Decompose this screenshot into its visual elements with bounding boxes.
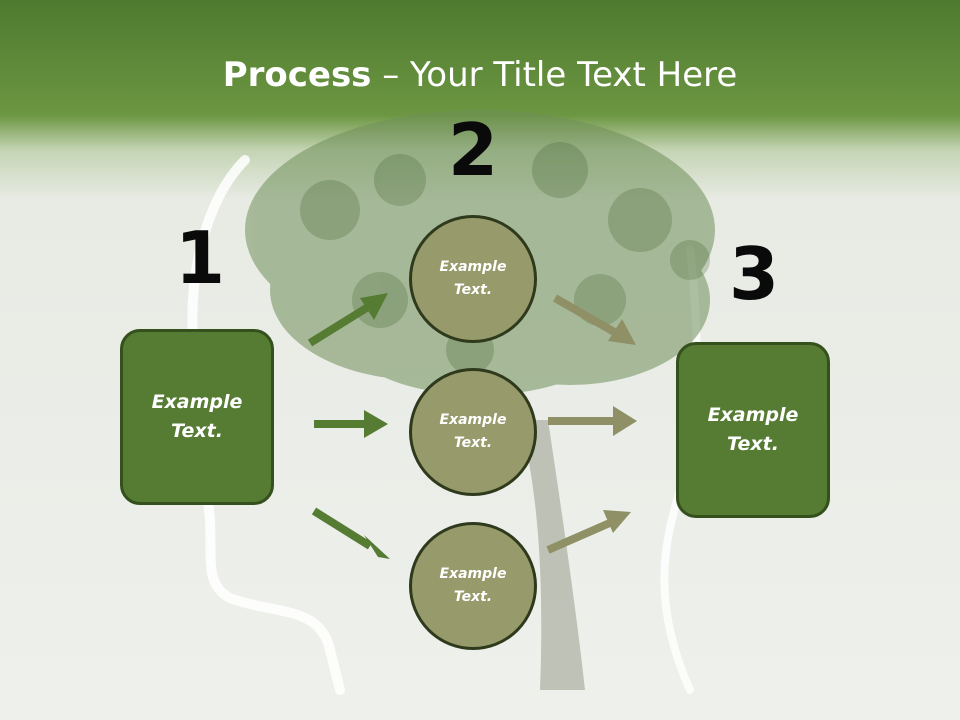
left-box-line1: Example — [151, 391, 243, 413]
title-bold: Process — [222, 55, 372, 95]
circle-top-line2: Text. — [453, 282, 493, 298]
circle-bottom-line2: Text. — [453, 589, 493, 605]
circle-middle-line2: Text. — [453, 435, 493, 451]
arrow-right-icon — [314, 410, 388, 438]
arrow-down-right-icon — [553, 294, 636, 345]
page-title: Process – Your Title Text Here — [0, 52, 960, 98]
left-box-line2: Text. — [171, 420, 223, 442]
circle-bottom-line1: Example — [439, 566, 507, 582]
step-number-3: 3 — [728, 232, 780, 316]
circle-middle-line1: Example — [439, 412, 507, 428]
arrow-up-right-icon — [307, 293, 388, 347]
arrow-up-right-icon — [546, 510, 631, 554]
right-box-line2: Text. — [727, 433, 779, 455]
right-box-line1: Example — [707, 404, 799, 426]
title-rest: – Your Title Text Here — [371, 55, 738, 95]
circle-top-line1: Example — [439, 259, 507, 275]
arrow-right-icon — [548, 406, 637, 436]
arrow-down-right-icon — [311, 507, 390, 559]
step-number-2: 2 — [447, 108, 499, 192]
step-number-1: 1 — [174, 216, 226, 300]
